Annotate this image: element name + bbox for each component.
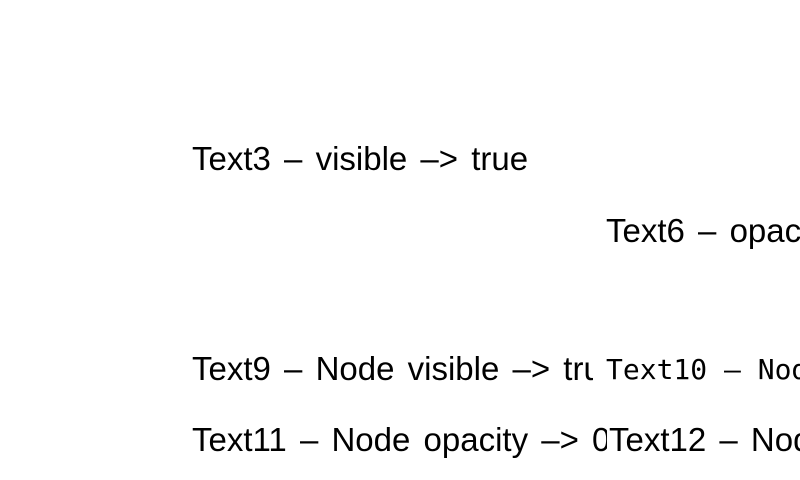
text11-label: Text11 – Node opacity –> 0 [192,421,607,458]
text6-label: Text6 – opac [606,212,800,249]
text10-label: Text10 – Nod [606,353,800,386]
text12-label: Text12 – Nod [609,421,800,458]
text9-label: Text9 – Node visible –> tru [192,350,593,387]
text3-label: Text3 – visible –> true [192,140,529,177]
